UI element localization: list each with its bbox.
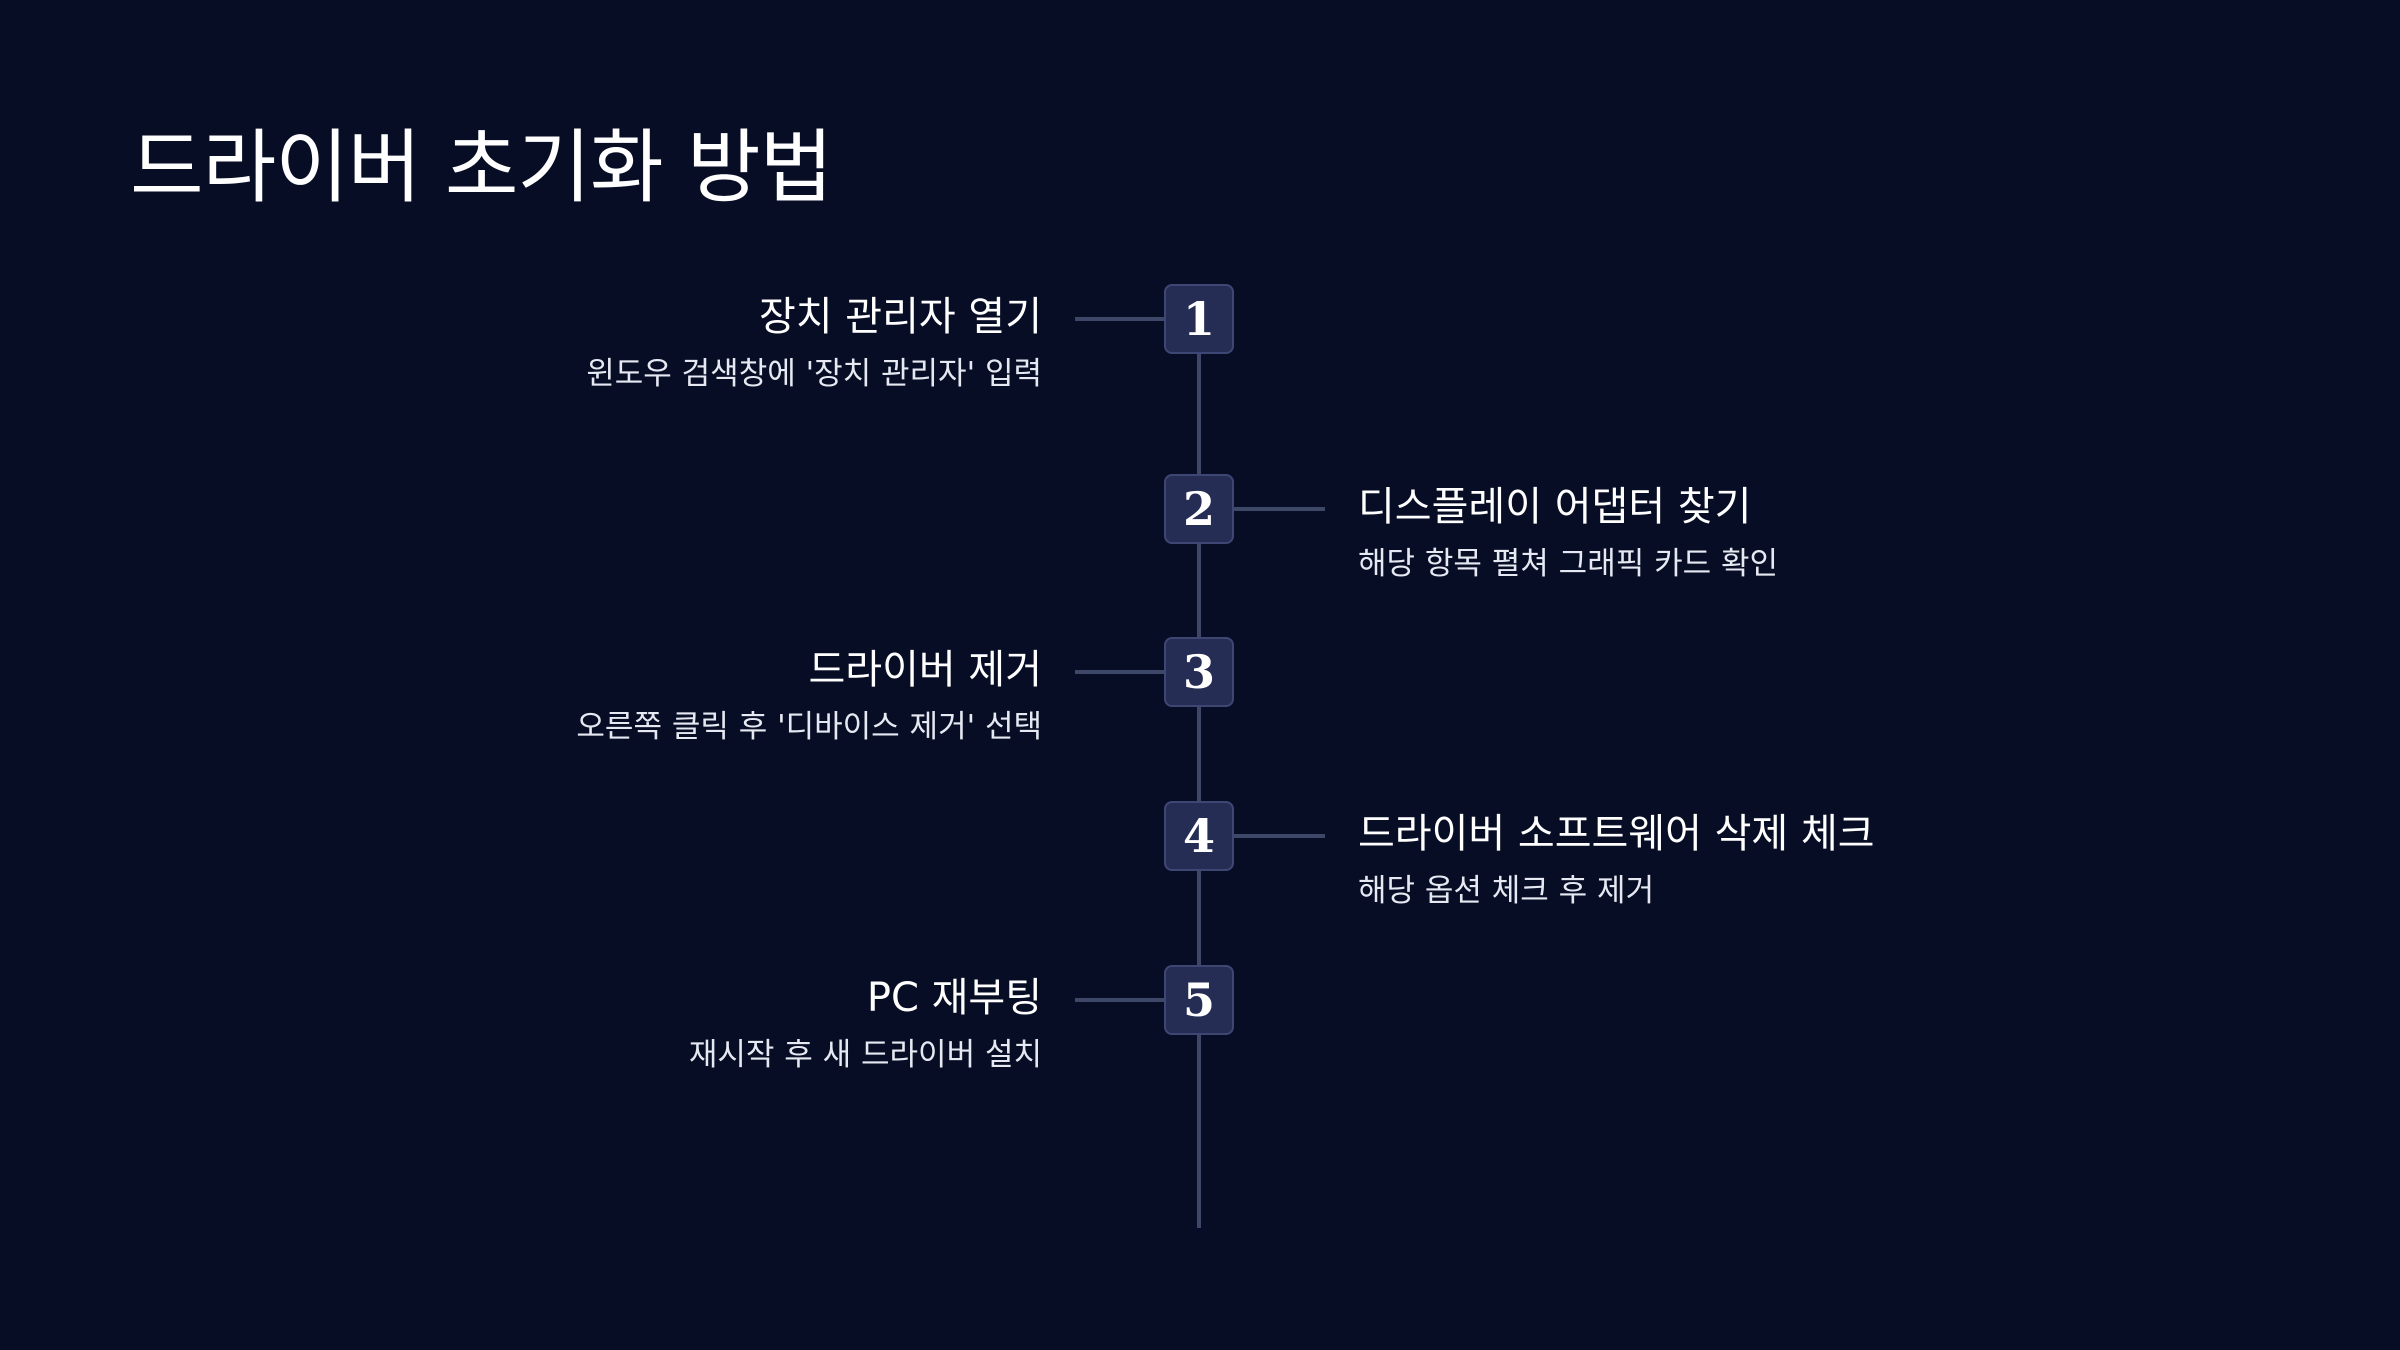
- step-description: 해당 옵션 체크 후 제거: [1358, 873, 1655, 909]
- step-description: 해당 항목 펼쳐 그래픽 카드 확인: [1358, 546, 1779, 582]
- connector-4: [1234, 834, 1325, 838]
- connector-3: [1075, 670, 1165, 674]
- connector-1: [1075, 317, 1165, 321]
- step-description: 오른쪽 클릭 후 '디바이스 제거' 선택: [576, 709, 1042, 745]
- step-number-5: 5: [1164, 965, 1234, 1035]
- step-4: 드라이버 소프트웨어 삭제 체크 해당 옵션 체크 후 제거: [1358, 809, 1875, 911]
- page-title: 드라이버 초기화 방법: [130, 121, 833, 214]
- timeline-line: [1197, 320, 1201, 1228]
- step-title: 드라이버 제거: [808, 647, 1042, 693]
- step-title: 디스플레이 어댑터 찾기: [1358, 484, 1752, 530]
- step-number-3: 3: [1164, 637, 1234, 707]
- connector-5: [1075, 998, 1165, 1002]
- step-number-4: 4: [1164, 801, 1234, 871]
- step-description: 재시작 후 새 드라이버 설치: [688, 1037, 1042, 1073]
- step-2: 디스플레이 어댑터 찾기 해당 항목 펼쳐 그래픽 카드 확인: [1358, 482, 1778, 584]
- step-number-2: 2: [1164, 474, 1234, 544]
- step-title: PC 재부팅: [866, 975, 1042, 1021]
- step-5: PC 재부팅 재시작 후 새 드라이버 설치: [689, 973, 1042, 1075]
- step-title: 장치 관리자 열기: [758, 294, 1042, 340]
- step-description: 윈도우 검색창에 '장치 관리자' 입력: [586, 356, 1042, 392]
- step-title: 드라이버 소프트웨어 삭제 체크: [1358, 811, 1875, 857]
- step-number-1: 1: [1164, 284, 1234, 354]
- step-1: 장치 관리자 열기 윈도우 검색창에 '장치 관리자' 입력: [586, 292, 1042, 394]
- step-3: 드라이버 제거 오른쪽 클릭 후 '디바이스 제거' 선택: [576, 645, 1042, 747]
- connector-2: [1234, 507, 1325, 511]
